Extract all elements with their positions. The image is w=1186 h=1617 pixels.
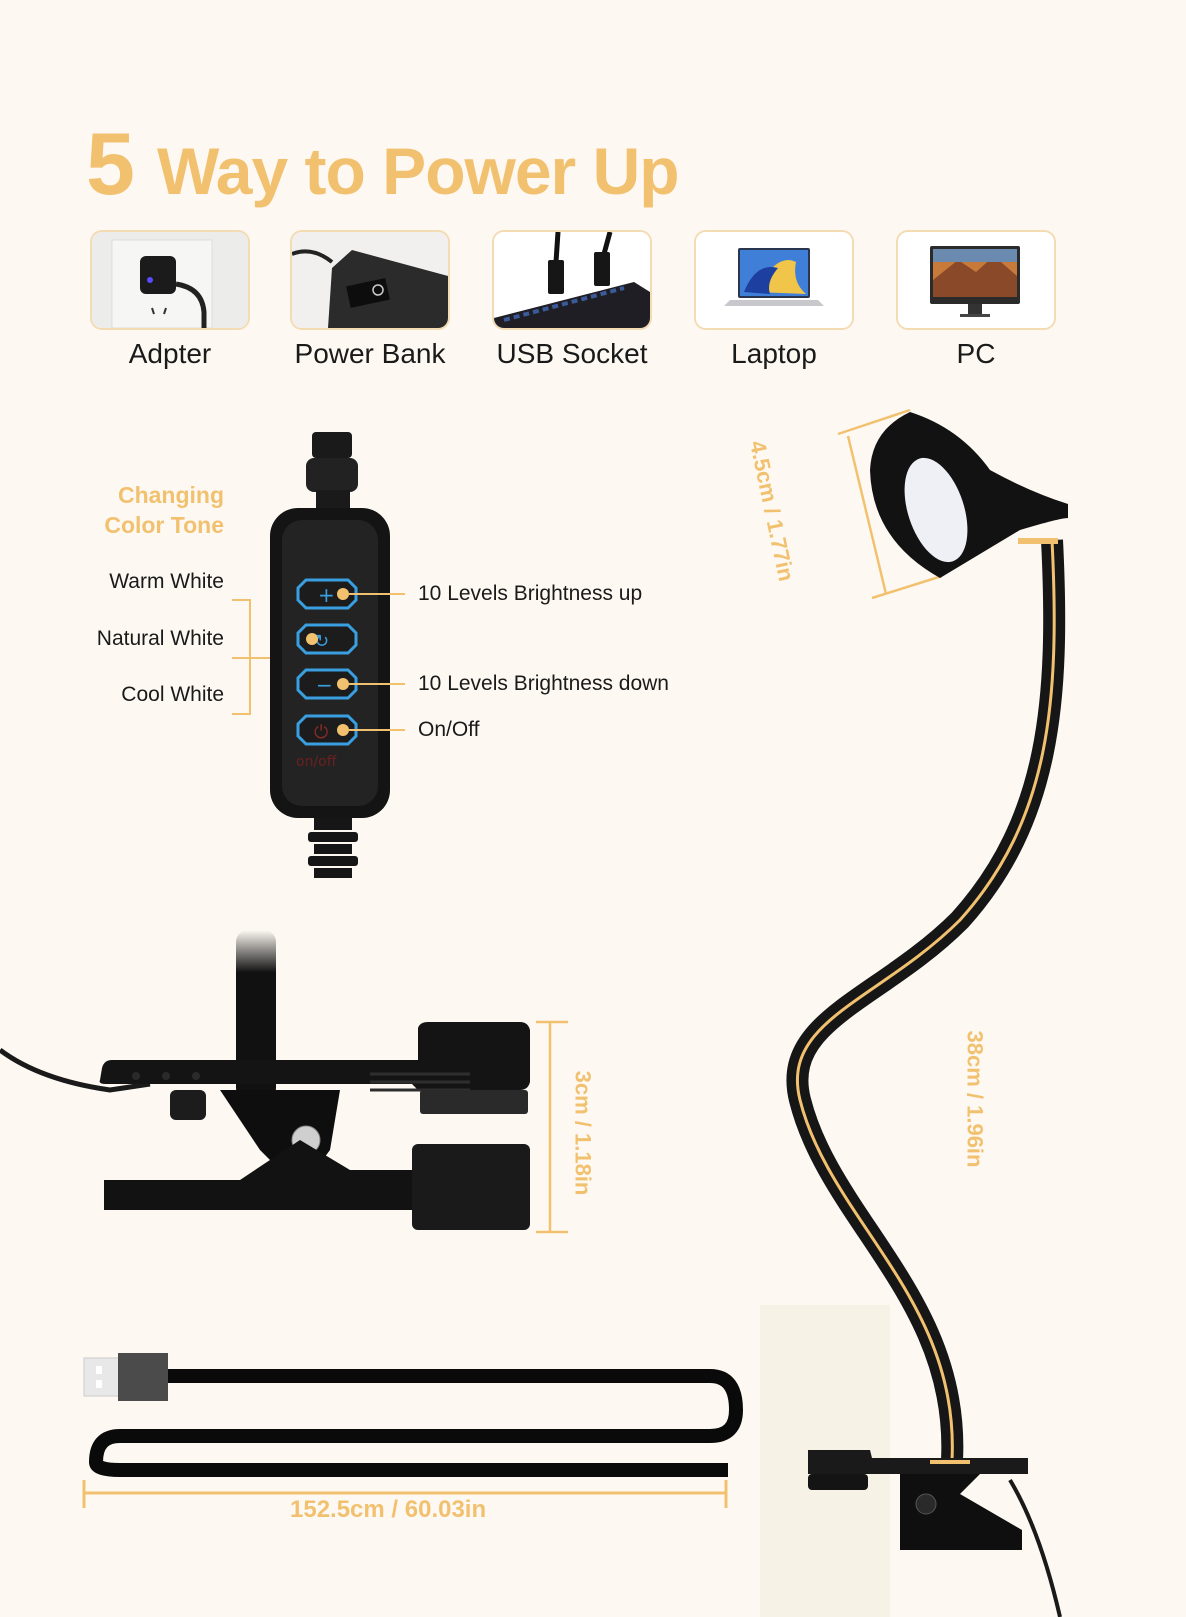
power-source-label: PC [956,338,996,369]
power-source-card-usb-socket [492,230,652,330]
power-source-label: USB Socket [496,338,648,369]
power-sources-row: Adpter Power Bank USB Socket [90,230,1090,370]
button-label-brightness-down: 10 Levels Brightness down [418,672,669,695]
cycle-icon: ↻ [314,631,329,652]
power-source-card-adapter [90,230,250,330]
inline-controller-graphic: + ↻ − ⏻ on/off [232,432,405,878]
title-number: 5 [86,114,135,213]
desktop-pc-icon [898,232,1054,328]
power-source-card-power-bank [290,230,450,330]
tone-label-natural-white: Natural White [96,627,224,650]
dimension-clip: 3cm / 1.18in [570,1070,596,1196]
dimension-gooseneck: 38cm / 1.96in [962,1030,988,1168]
color-tone-heading-line1: Changing [117,482,224,508]
plus-icon: + [318,583,335,607]
power-bank-icon [292,232,448,328]
minus-icon: − [316,673,333,697]
button-label-brightness-up: 10 Levels Brightness up [418,582,643,605]
laptop-icon [696,232,852,328]
power-source-label: Laptop [731,338,817,369]
usb-cable-graphic [82,1353,744,1508]
tone-label-cool-white: Cool White [121,683,224,706]
page-title: 5 Way to Power Up [86,114,680,220]
power-icon: ⏻ [314,722,328,743]
svg-text:on/off: on/off [296,754,337,770]
power-source-label: Adpter [128,338,212,369]
usb-hub-icon [494,232,650,328]
gooseneck-lamp-graphic [760,408,1068,1617]
color-tone-heading-line2: Color Tone [104,512,224,538]
power-source-card-laptop [694,230,854,330]
wall-adapter-icon [92,232,248,328]
tone-label-warm-white: Warm White [109,570,224,593]
clip-base-graphic [0,930,568,1234]
power-source-label: Power Bank [294,338,446,369]
color-tone-heading: Changing Color Tone [104,480,224,540]
title-text: Way to Power Up [156,134,680,208]
power-source-card-pc [896,230,1056,330]
dimension-cable: 152.5cm / 60.03in [290,1496,487,1523]
button-label-on-off: On/Off [418,718,480,741]
